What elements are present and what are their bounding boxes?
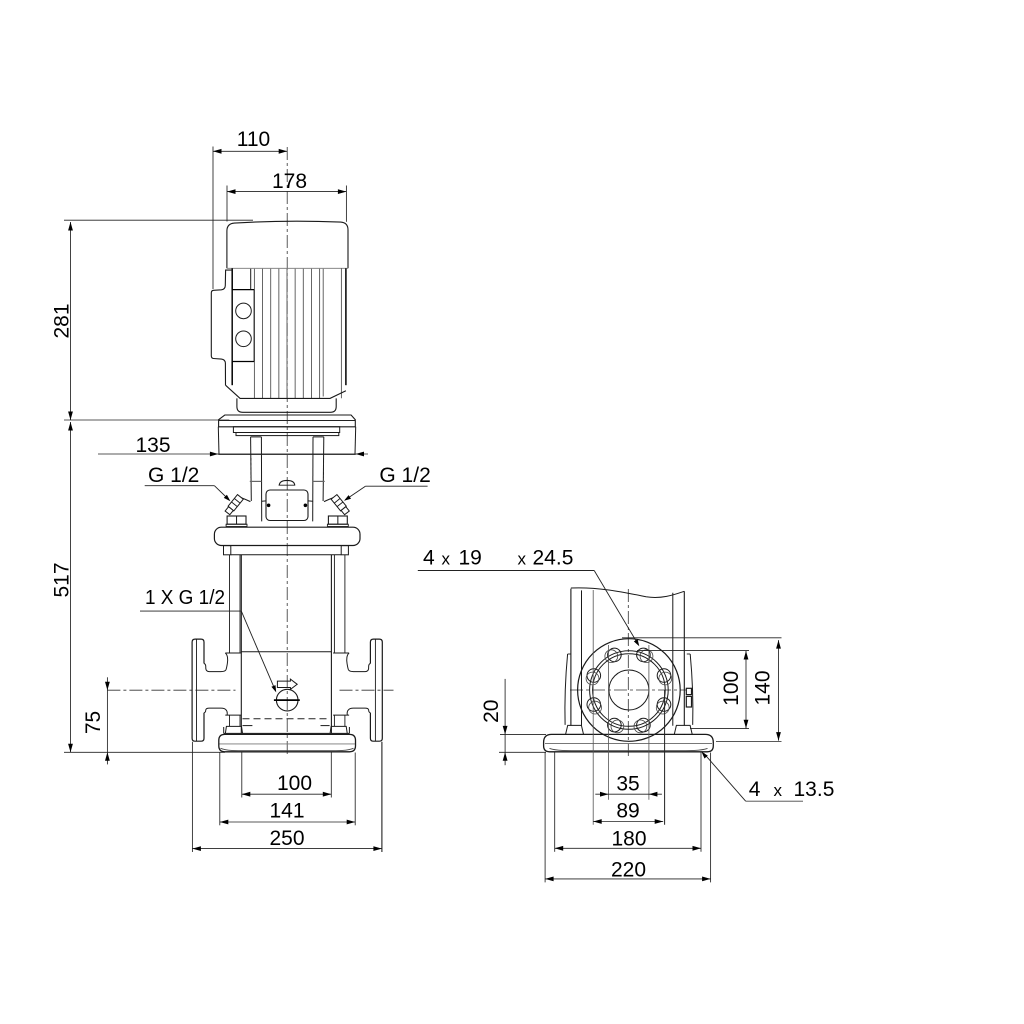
svg-text:89: 89 — [616, 800, 639, 823]
svg-text:517: 517 — [50, 562, 73, 597]
svg-text:75: 75 — [82, 711, 105, 734]
svg-text:250: 250 — [269, 827, 304, 850]
svg-text:281: 281 — [50, 303, 73, 338]
svg-text:G 1/2: G 1/2 — [379, 464, 430, 487]
svg-text:100: 100 — [720, 671, 743, 706]
svg-text:141: 141 — [269, 800, 304, 823]
svg-text:135: 135 — [135, 434, 170, 457]
svg-text:110: 110 — [237, 128, 270, 151]
svg-text:180: 180 — [611, 827, 646, 850]
svg-text:140: 140 — [752, 670, 775, 705]
svg-text:1 X G 1/2: 1 X G 1/2 — [145, 587, 225, 609]
svg-text:178: 178 — [272, 170, 307, 193]
svg-text:35: 35 — [616, 773, 639, 796]
svg-text:20: 20 — [480, 700, 503, 723]
svg-text:G 1/2: G 1/2 — [148, 464, 199, 487]
svg-text:220: 220 — [611, 859, 646, 882]
svg-text:100: 100 — [277, 772, 312, 795]
